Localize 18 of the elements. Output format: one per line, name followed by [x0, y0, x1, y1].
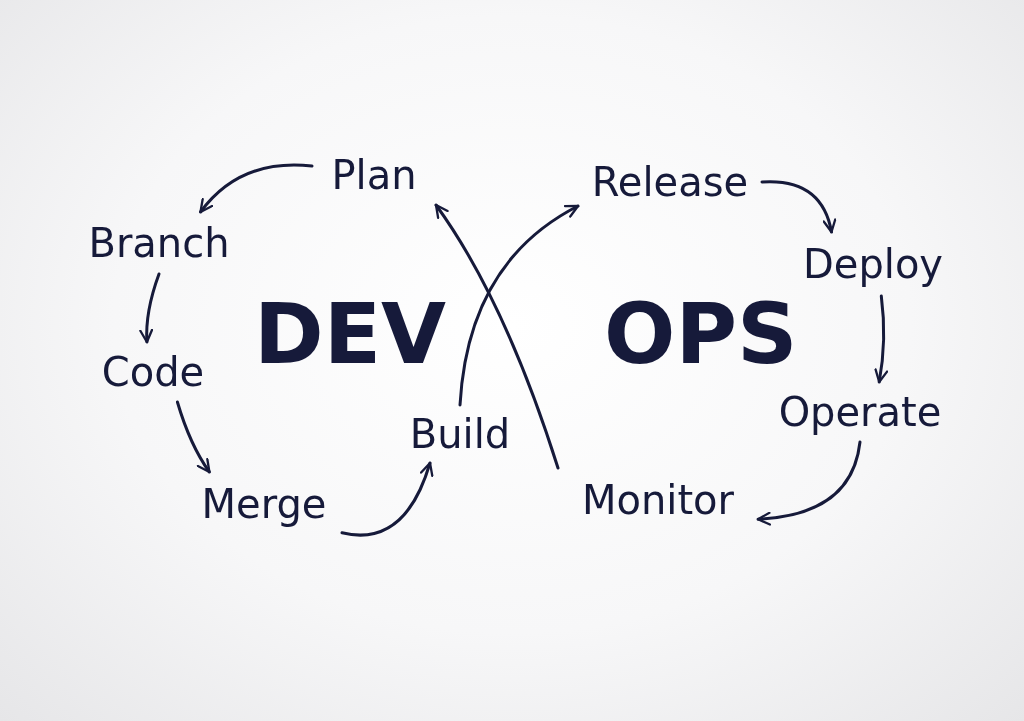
- phase-heading: DEV: [254, 292, 447, 376]
- arrow: [434, 203, 560, 470]
- arrow: [458, 204, 580, 407]
- step-label: Monitor: [558, 468, 758, 532]
- step-label: Merge: [186, 472, 342, 536]
- step-label: Branch: [76, 212, 242, 274]
- step-label: Plan: [312, 145, 436, 205]
- arrow: [874, 294, 889, 384]
- step-label: Release: [578, 152, 762, 212]
- arrow: [139, 272, 161, 344]
- arrow: [760, 180, 836, 234]
- step-label: Code: [92, 342, 214, 402]
- arrow: [756, 440, 862, 526]
- step-label: Operate: [764, 382, 956, 442]
- step-label: Build: [400, 405, 520, 463]
- arrow: [340, 461, 434, 537]
- arrow: [199, 163, 314, 214]
- arrow: [175, 400, 211, 474]
